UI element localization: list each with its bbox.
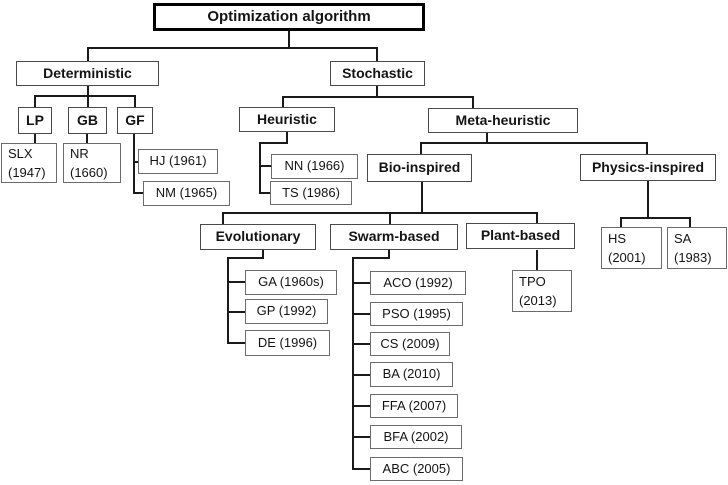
node-deterministic: Deterministic	[16, 61, 159, 86]
node-sa-line-1: (1983)	[674, 250, 712, 265]
node-bio: Bio-inspired	[367, 154, 472, 182]
node-gp: GP (1992)	[245, 299, 328, 324]
node-abc: ABC (2005)	[370, 457, 463, 481]
connector-meta-rail	[420, 142, 648, 154]
node-plant: Plant-based	[466, 223, 575, 249]
node-lp: LP	[18, 107, 52, 134]
node-hs: HS (2001)	[601, 227, 662, 269]
node-pso: PSO (1995)	[370, 302, 463, 326]
connector-stochastic-rail	[282, 96, 474, 108]
node-ga: GA (1960s)	[245, 270, 337, 295]
connector-evolutionary-bracket	[227, 250, 264, 344]
node-nr-line-1: (1660)	[70, 165, 108, 180]
node-sa: SA (1983)	[667, 227, 727, 269]
connector-bio-rail	[222, 212, 538, 224]
connector-physics-rail	[620, 217, 691, 227]
node-heuristic: Heuristic	[239, 107, 335, 132]
connector-swarm-bracket	[352, 250, 390, 470]
node-aco: ACO (1992)	[370, 271, 466, 295]
node-ts: TS (1986)	[270, 181, 352, 205]
node-tpo: TPO (2013)	[512, 270, 572, 312]
node-hs-line-0: HS	[608, 231, 627, 246]
node-slx-line-0: SLX	[8, 146, 33, 161]
node-nr-line-0: NR	[70, 146, 89, 161]
node-stochastic: Stochastic	[330, 61, 425, 86]
node-nn: NN (1966)	[271, 154, 358, 179]
connector-deterministic-rail	[34, 95, 136, 107]
node-gf: GF	[117, 107, 153, 134]
node-hs-line-1: (2001)	[608, 250, 646, 265]
node-sa-line-0: SA	[674, 231, 692, 246]
node-meta: Meta-heuristic	[428, 108, 578, 133]
node-slx-line-1: (1947)	[8, 165, 46, 180]
connector-root-rail	[87, 47, 378, 61]
node-bfa: BFA (2002)	[370, 425, 462, 449]
node-physics: Physics-inspired	[580, 154, 716, 181]
node-slx: SLX (1947)	[1, 143, 57, 183]
node-tpo-line-0: TPO	[519, 274, 546, 289]
node-hj: HJ (1961)	[138, 149, 218, 174]
node-cs: CS (2009)	[370, 332, 450, 356]
node-root: Optimization algorithm	[153, 3, 425, 31]
connector-gf-bracket	[133, 134, 143, 194]
node-ba: BA (2010)	[370, 362, 453, 387]
node-ffa: FFA (2007)	[370, 394, 458, 418]
node-evolutionary: Evolutionary	[200, 224, 316, 250]
node-nr: NR (1660)	[63, 143, 121, 183]
node-swarm: Swarm-based	[330, 224, 458, 250]
node-nm: NM (1965)	[143, 181, 230, 206]
node-gb: GB	[68, 107, 107, 134]
connector-heuristic-bracket	[259, 132, 288, 194]
node-tpo-line-1: (2013)	[519, 293, 557, 308]
node-de: DE (1996)	[245, 330, 330, 356]
